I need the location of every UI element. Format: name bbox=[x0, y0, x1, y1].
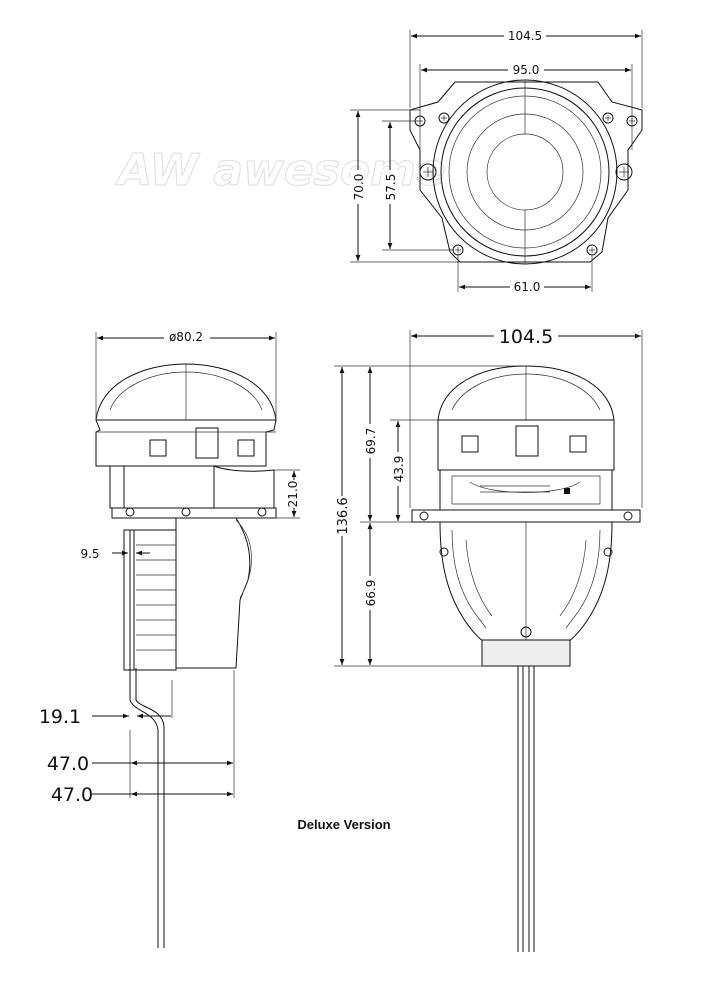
front-housing bbox=[437, 419, 615, 471]
dim-front-lens-height: 43.9 bbox=[392, 456, 406, 483]
dim-side-wire-offset: 19.1 bbox=[39, 706, 81, 728]
dim-front-lower-height: 66.9 bbox=[364, 580, 378, 607]
side-rear-body bbox=[175, 517, 251, 669]
caption: Deluxe Version bbox=[297, 817, 390, 832]
front-connector bbox=[481, 639, 571, 667]
dim-side-depth-b: 47.0 bbox=[51, 784, 93, 806]
dim-top-bottom-width: 61.0 bbox=[514, 280, 541, 294]
dim-front-width: 104.5 bbox=[499, 326, 553, 348]
dim-side-depth-a: 47.0 bbox=[47, 753, 89, 775]
dim-top-width-outer: 104.5 bbox=[508, 29, 542, 43]
dim-side-bracket-height: 21.0 bbox=[286, 481, 300, 508]
front-view: 104.5 136.6 69.7 43.9 66.9 bbox=[334, 324, 643, 952]
dim-side-diameter: ø80.2 bbox=[169, 330, 203, 344]
front-mount-flange bbox=[411, 509, 641, 523]
side-bracket bbox=[213, 465, 275, 509]
front-wires bbox=[517, 666, 535, 952]
top-mounting-plate bbox=[409, 81, 643, 263]
side-mount-flange bbox=[111, 507, 277, 519]
dim-side-offset: 9.5 bbox=[80, 547, 99, 561]
side-housing bbox=[95, 419, 277, 467]
side-wire bbox=[129, 668, 159, 948]
side-heatsink bbox=[129, 529, 177, 671]
dim-top-width-inner: 95.0 bbox=[513, 63, 540, 77]
side-view: ø80.2 21.0 9.5 19.1 47.0 47.0 bbox=[39, 328, 300, 948]
dim-front-upper-height: 69.7 bbox=[364, 428, 378, 455]
dim-top-height-outer: 70.0 bbox=[352, 174, 366, 201]
dim-front-total-height: 136.6 bbox=[336, 497, 351, 534]
top-lens-center bbox=[486, 133, 564, 211]
top-view: 104.5 95.0 70.0 57.5 61.0 bbox=[350, 27, 643, 294]
dim-top-height-inner: 57.5 bbox=[384, 174, 398, 201]
